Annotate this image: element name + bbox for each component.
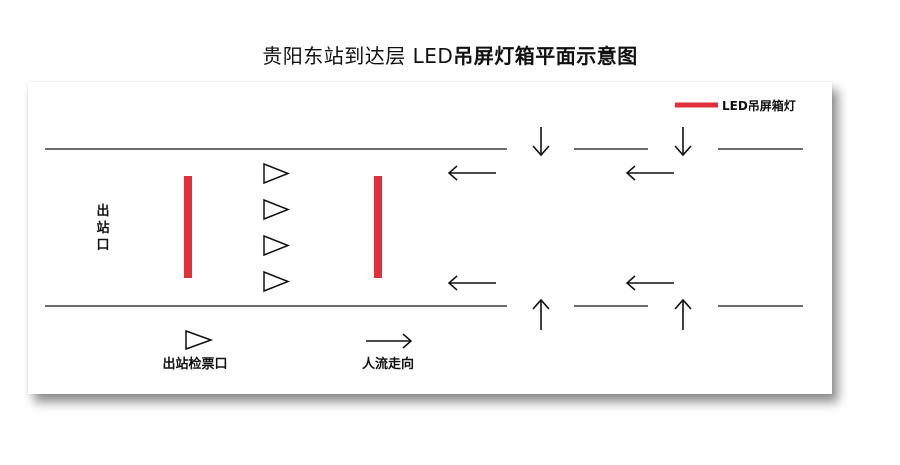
- ticket-gates: [263, 162, 291, 293]
- led-screen-left: [184, 176, 192, 278]
- led-screen-right: [374, 176, 382, 278]
- flow-direction-label: 人流走向: [362, 356, 414, 372]
- exit-char: 口: [96, 238, 109, 253]
- legend-label: LED吊屏箱灯: [722, 98, 796, 113]
- flow-arrows-up: [532, 298, 692, 330]
- gate-icon: [263, 234, 291, 257]
- gate-icon: [263, 198, 291, 221]
- title-suffix: 吊屏灯箱平面示意图: [453, 44, 638, 68]
- arrow-down-icon: [532, 127, 550, 157]
- ticket-gate-label: 出站检票口: [162, 356, 227, 372]
- gate-icon: [263, 162, 291, 185]
- flow-arrows-down: [532, 127, 692, 157]
- arrow-left-icon: [447, 275, 496, 291]
- arrow-left-icon: [625, 165, 674, 181]
- arrow-left-icon: [447, 165, 496, 181]
- arrow-right-icon: [366, 333, 413, 349]
- exit-char: 出: [96, 203, 109, 219]
- diagram-title: 贵阳东站到达层 LED吊屏灯箱平面示意图: [0, 40, 900, 69]
- exit-char: 站: [96, 220, 109, 236]
- arrow-left-icon: [625, 275, 674, 291]
- exit-label: 出 站 口: [96, 203, 109, 253]
- arrow-up-icon: [532, 298, 550, 330]
- flow-arrows-left: [447, 165, 674, 291]
- gate-legend-icon: [185, 329, 214, 351]
- corridor-walls: [45, 148, 803, 307]
- diagram-panel: [28, 82, 832, 394]
- arrow-down-icon: [674, 127, 692, 157]
- gate-icon: [263, 270, 291, 293]
- title-prefix: 贵阳东站到达层 LED: [262, 44, 454, 68]
- arrow-up-icon: [674, 298, 692, 330]
